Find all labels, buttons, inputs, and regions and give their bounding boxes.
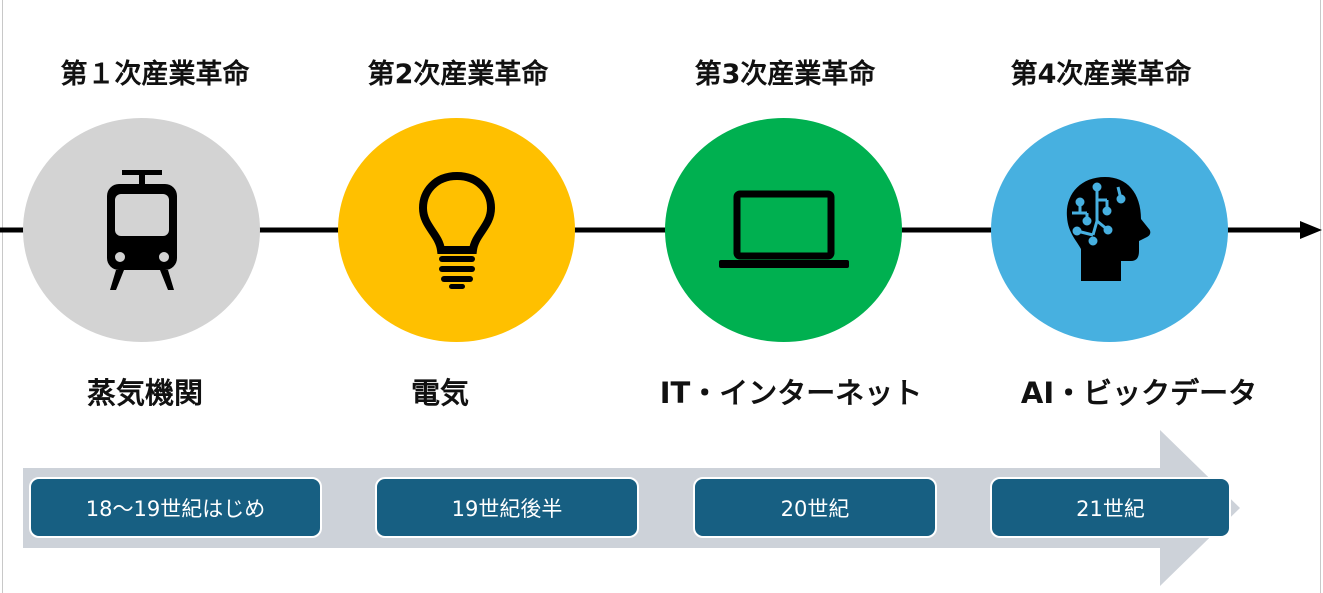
era-2-period: 19世紀後半 bbox=[375, 477, 639, 538]
train-icon bbox=[106, 170, 177, 290]
era-4-title: 第4次産業革命 bbox=[1010, 59, 1192, 90]
era-1-period: 18〜19世紀はじめ bbox=[29, 477, 322, 538]
era-2-circle bbox=[338, 118, 575, 342]
era-1-circle bbox=[23, 118, 260, 342]
timeline-arrowhead bbox=[1300, 221, 1322, 239]
era-2-title: 第2次産業革命 bbox=[367, 59, 549, 90]
era-2-label: 電気 bbox=[410, 376, 469, 410]
era-3-label: IT・インターネット bbox=[659, 376, 923, 410]
era-4-period: 21世紀 bbox=[990, 477, 1231, 538]
era-4-circle bbox=[991, 118, 1228, 342]
era-3-circle bbox=[665, 118, 902, 342]
era-1-title: 第１次産業革命 bbox=[60, 59, 250, 90]
era-1-label: 蒸気機関 bbox=[86, 376, 203, 410]
ai-head-icon bbox=[1066, 177, 1150, 281]
lightbulb-icon bbox=[418, 171, 495, 289]
left-border bbox=[2, 0, 3, 593]
era-3-period: 20世紀 bbox=[693, 477, 937, 538]
era-4-label: AI・ビックデータ bbox=[1020, 376, 1258, 410]
right-border bbox=[1320, 0, 1321, 593]
laptop-icon bbox=[718, 190, 849, 268]
era-3-title: 第3次産業革命 bbox=[694, 59, 876, 90]
